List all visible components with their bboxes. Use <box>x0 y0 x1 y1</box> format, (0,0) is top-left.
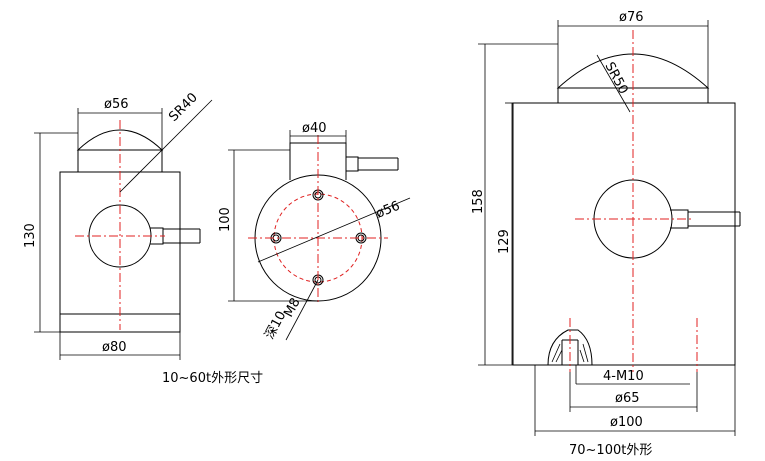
right-dim-top-text: ø76 <box>619 10 644 25</box>
top-cable-gland <box>346 156 359 172</box>
left-dim-height-text: 130 <box>23 223 38 248</box>
right-dim-height-text: 158 <box>471 189 486 214</box>
left-sr-text: SR40 <box>166 90 201 125</box>
top-dim-pcd-text: ø56 <box>374 199 402 222</box>
right-sr-leader <box>596 54 631 113</box>
right-dim-body-text: 129 <box>497 229 512 254</box>
right-thread-text: 4-M10 <box>603 369 644 384</box>
top-dim-width-text: 100 <box>218 207 233 232</box>
left-sr-leader <box>119 99 213 193</box>
left-dome <box>76 129 164 151</box>
right-cable-gland <box>670 209 689 229</box>
right-sr-text: SR50 <box>601 60 630 97</box>
right-dim-base-text: ø100 <box>610 415 643 430</box>
right-caption: 70~100t外形 <box>569 443 652 458</box>
top-view: ø40 100 ø56 M8 深10 <box>218 121 411 342</box>
top-dim-pcd-line <box>257 197 411 263</box>
top-depth-text: 深10 <box>262 309 289 342</box>
right-thread-hatch <box>551 343 589 363</box>
left-view: ø56 SR40 130 ø80 10~60t外形尺寸 <box>23 90 263 386</box>
top-thread-leader <box>285 279 319 341</box>
right-body <box>512 102 736 366</box>
right-thread-section <box>547 329 593 366</box>
right-dome <box>556 53 710 89</box>
right-view: ø76 SR50 158 129 4-M10 ø65 ø100 70~100t外… <box>471 10 741 458</box>
left-caption: 10~60t外形尺寸 <box>162 371 263 386</box>
top-dim-boss-text: ø40 <box>302 121 327 136</box>
left-dim-base-text: ø80 <box>102 340 127 355</box>
right-dim-pcd-text: ø65 <box>615 391 640 406</box>
left-dim-top-text: ø56 <box>104 97 129 112</box>
